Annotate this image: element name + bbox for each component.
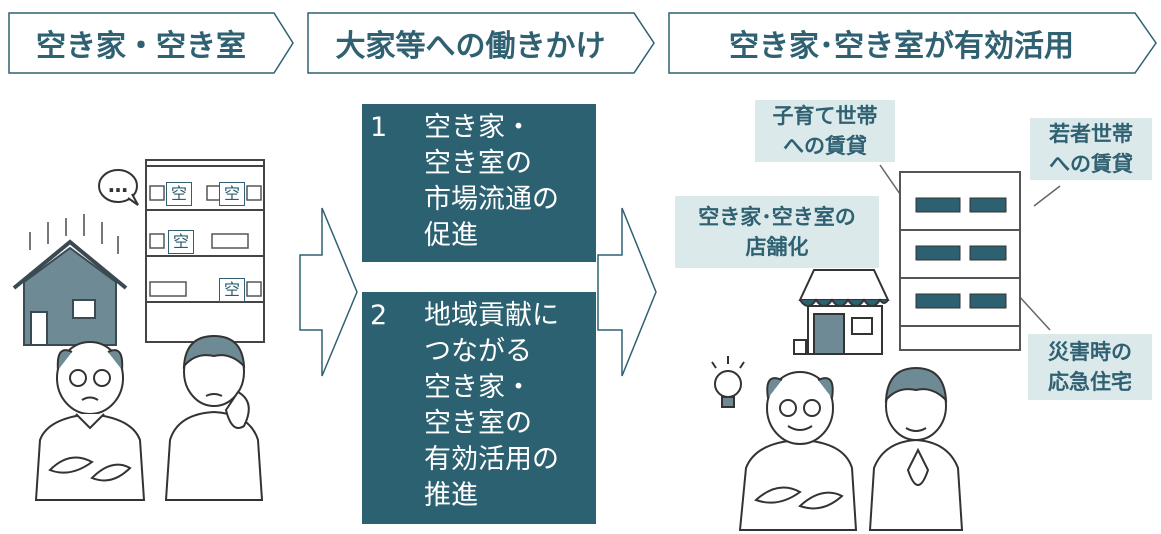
chevron-shape bbox=[668, 12, 1157, 74]
callout-line: 空き家･空き室の bbox=[698, 205, 856, 229]
callout-line: 災害時の bbox=[1048, 340, 1132, 364]
lightbulb-icon bbox=[711, 356, 745, 408]
action-number: 1 bbox=[370, 112, 388, 143]
action-line: 有効活用の bbox=[424, 444, 559, 475]
action-1: 1 空き家・ 空き室の 市場流通の 促進 bbox=[362, 104, 596, 262]
house-icon bbox=[12, 214, 128, 346]
step-label: 空き家･空き室が有効活用 bbox=[729, 29, 1074, 64]
callout-shop: 空き家･空き室の 店舗化 bbox=[675, 196, 879, 268]
action-2: 2 地域貢献に つながる 空き家・ 空き室の 有効活用の 推進 bbox=[362, 292, 596, 524]
action-line: つながる bbox=[424, 336, 532, 367]
elderly-man-icon bbox=[34, 341, 146, 501]
action-line: 市場流通の bbox=[424, 184, 559, 215]
happy-man-icon bbox=[868, 366, 964, 531]
smiling-man-icon bbox=[738, 371, 858, 531]
callout-line: への賃貸 bbox=[783, 134, 867, 158]
action-line: 空き室の bbox=[424, 408, 532, 439]
step-label: 大家等への働きかけ bbox=[335, 29, 606, 64]
apartment-building-icon bbox=[899, 171, 1021, 351]
callout-line: 子育て世帯 bbox=[772, 104, 878, 128]
callout-line: への賃貸 bbox=[1049, 152, 1133, 176]
step-vacant-homes: 空き家・空き室 bbox=[8, 12, 294, 74]
action-line: 空き家・ bbox=[424, 112, 532, 143]
vacancy-mark: 空 bbox=[166, 182, 192, 206]
chevron-shape bbox=[8, 12, 294, 74]
worried-man-icon bbox=[164, 334, 264, 501]
step-landlord-outreach: 大家等への働きかけ bbox=[307, 12, 655, 74]
callout-line: 若者世帯 bbox=[1049, 122, 1133, 146]
vacancy-mark: 空 bbox=[219, 278, 245, 302]
action-line: 空き室の bbox=[424, 148, 532, 179]
callout-line: 応急住宅 bbox=[1048, 370, 1132, 394]
shop-icon bbox=[793, 269, 890, 355]
vacancy-mark: 空 bbox=[168, 230, 194, 254]
step-effective-use: 空き家･空き室が有効活用 bbox=[668, 12, 1158, 74]
speech-bubble-text: … bbox=[108, 173, 128, 197]
left-scene bbox=[12, 159, 265, 501]
action-line: 推進 bbox=[424, 480, 478, 511]
callout-young: 若者世帯 への賃貸 bbox=[1030, 118, 1152, 180]
action-line: 空き家・ bbox=[424, 372, 532, 403]
flow-arrow-icon bbox=[597, 207, 657, 377]
callout-line: 店舗化 bbox=[745, 235, 809, 259]
speech-bubble-icon bbox=[98, 169, 139, 206]
step-label: 空き家・空き室 bbox=[36, 29, 246, 64]
callout-child-rearing: 子育て世帯 への賃貸 bbox=[755, 100, 895, 162]
action-line: 促進 bbox=[424, 220, 478, 251]
vacancy-mark: 空 bbox=[219, 182, 245, 206]
callout-disaster: 災害時の 応急住宅 bbox=[1028, 334, 1152, 400]
chevron-shape bbox=[307, 12, 655, 74]
action-line: 地域貢献に bbox=[424, 300, 559, 331]
action-number: 2 bbox=[370, 300, 388, 331]
